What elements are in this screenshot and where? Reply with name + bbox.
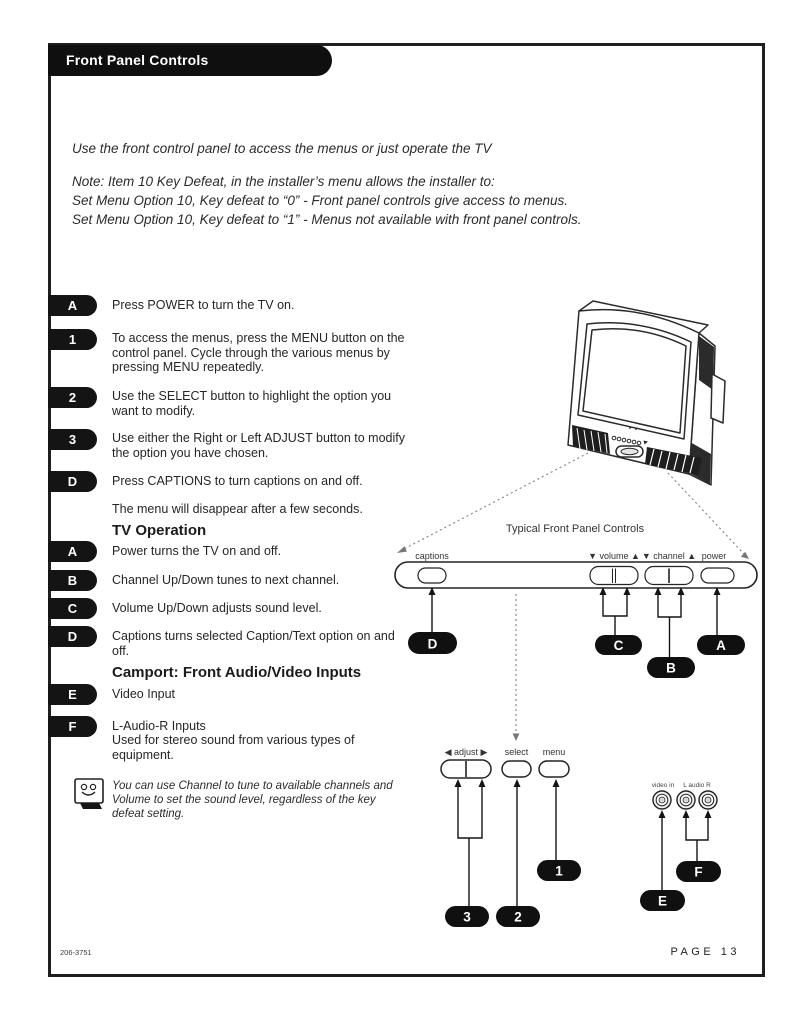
svg-text:C: C (614, 638, 624, 653)
page-title: Front Panel Controls (48, 45, 332, 76)
captions-button (417, 567, 447, 584)
menu-label: menu (543, 747, 566, 757)
op-badge-d: D (48, 626, 97, 647)
video-in-label: video in (652, 782, 675, 789)
callout-badge-f: F (676, 861, 721, 882)
tip-tv-smiley-icon (74, 778, 104, 809)
video-in-jack (652, 790, 672, 810)
callout-arrows (431, 593, 718, 906)
menu-disappear-note: The menu will disappear after a few seco… (112, 502, 363, 516)
callout-badges: D C B A 1 2 3 E (408, 632, 745, 927)
menu-buttons-group (440, 759, 570, 779)
op-text-b: Channel Up/Down tunes to next channel. (112, 573, 340, 587)
step-text-a: Press POWER to turn the TV on. (112, 298, 295, 312)
channel-label: ▼ channel ▲ (642, 551, 696, 561)
dotted-arrowheads (397, 546, 749, 741)
callout-badge-b: B (647, 657, 695, 678)
svg-text:1: 1 (555, 864, 563, 879)
front-panel-diagram: Typical Front Panel Controls captions ▼ … (394, 300, 758, 927)
step-badge-2: 2 (48, 387, 97, 408)
audio-lr-label: L audio R (683, 782, 711, 789)
tv-illustration (567, 300, 726, 486)
select-button (501, 760, 532, 778)
step-text-2: Use the SELECT button to highlight the o… (112, 389, 392, 418)
step-text-3: Use either the Right or Left ADJUST butt… (112, 431, 405, 460)
captions-label: captions (415, 551, 449, 561)
svg-text:A: A (716, 638, 726, 653)
svg-text:F: F (694, 865, 702, 880)
note-line-2: Set Menu Option 10, Key defeat to “0” - … (72, 193, 569, 208)
callout-badge-2: 2 (496, 906, 540, 927)
menu-button (538, 760, 570, 778)
camport-text-f2: Used for stereo sound from various types… (112, 733, 355, 762)
callout-badge-c: C (595, 635, 642, 655)
installer-note: Note: Item 10 Key Defeat, in the install… (72, 172, 692, 229)
camport-badge-f: F (48, 716, 97, 737)
op-text-d: Captions turns selected Caption/Text opt… (112, 629, 395, 658)
op-badge-c: C (48, 598, 97, 619)
step-text-1: To access the menus, press the MENU butt… (112, 331, 405, 374)
op-badge-a: A (48, 541, 97, 562)
audio-r-jack (698, 790, 718, 810)
op-text-a: Power turns the TV on and off. (112, 544, 282, 558)
power-label: power (702, 551, 727, 561)
callout-badge-1: 1 (537, 860, 581, 881)
step-text-d: Press CAPTIONS to turn captions on and o… (112, 474, 363, 488)
note-line-1: Note: Item 10 Key Defeat, in the install… (72, 174, 495, 189)
camport-heading: Camport: Front Audio/Video Inputs (112, 664, 362, 681)
callout-arrowheads (428, 587, 721, 818)
camport-text-e: Video Input (112, 687, 176, 701)
callout-badge-3: 3 (445, 906, 489, 927)
callout-badge-e: E (640, 890, 685, 911)
svg-text:2: 2 (514, 910, 522, 925)
page-number: PAGE 13 (670, 946, 740, 958)
step-badge-1: 1 (48, 329, 97, 350)
page-border-frame (48, 43, 765, 977)
svg-text:D: D (428, 637, 438, 652)
callout-badge-a: A (697, 635, 745, 655)
document-number: 206-3751 (60, 948, 92, 957)
front-panel-bar (394, 561, 758, 589)
audio-l-jack (676, 790, 696, 810)
volume-label: ▼ volume ▲ (588, 551, 640, 561)
op-text-c: Volume Up/Down adjusts sound level. (112, 601, 322, 615)
dotted-callout-lines (401, 452, 745, 733)
av-jacks (652, 790, 718, 810)
svg-text:B: B (666, 661, 676, 676)
callout-badge-d: D (408, 632, 457, 654)
camport-badge-e: E (48, 684, 97, 705)
select-label: select (505, 747, 529, 757)
intro-line: Use the front control panel to access th… (72, 141, 492, 156)
volume-rocker (589, 565, 639, 586)
svg-text:3: 3 (463, 910, 471, 925)
camport-text-f: L-Audio-R Inputs (112, 719, 206, 733)
power-button (700, 567, 735, 584)
step-badge-a: A (48, 295, 97, 316)
adjust-label: ◀ adjust ▶ (445, 747, 488, 757)
step-badge-3: 3 (48, 429, 97, 450)
op-badge-b: B (48, 570, 97, 591)
diagram-title: Typical Front Panel Controls (506, 523, 645, 535)
tv-operation-heading: TV Operation (112, 522, 207, 539)
step-badge-d: D (48, 471, 97, 492)
tip-text: You can use Channel to tune to available… (112, 780, 393, 820)
svg-text:E: E (658, 894, 667, 909)
note-line-3: Set Menu Option 10, Key defeat to “1” - … (72, 212, 582, 227)
